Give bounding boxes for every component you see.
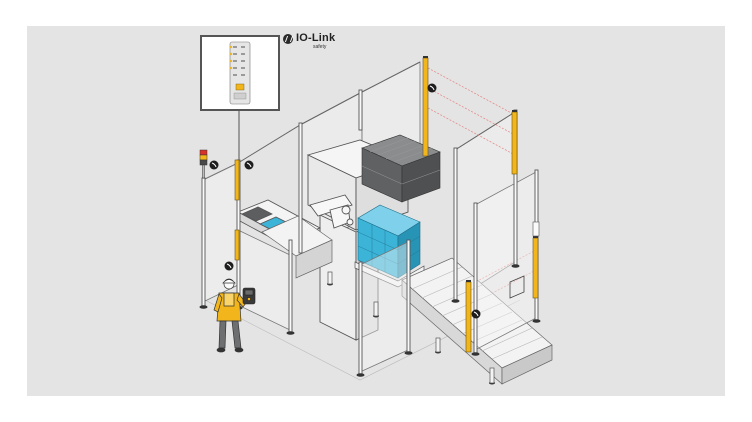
safety-laser-symbol — [209, 160, 219, 170]
muting-bracket — [509, 275, 525, 299]
robot-arm — [309, 194, 354, 229]
bollards — [327, 271, 495, 384]
stack-light — [199, 149, 208, 179]
safety-laser-symbol — [244, 160, 254, 170]
safety-laser-symbol — [427, 83, 437, 93]
top-sensor — [532, 221, 540, 237]
logo-sub-text: safety — [313, 44, 327, 50]
side-conveyor — [261, 215, 333, 279]
io-link-module — [229, 41, 251, 105]
frame-rails — [202, 61, 516, 181]
logo-brand-text: IO-Link — [296, 32, 336, 44]
control-device — [242, 287, 256, 305]
io-link-logo: IO-Link safety — [283, 32, 336, 50]
io-link-icon — [283, 34, 293, 44]
safety-laser-symbol — [471, 309, 481, 319]
dark-product-stack — [361, 134, 441, 203]
front-fence — [202, 162, 537, 373]
safety-laser-symbols — [209, 83, 481, 319]
device-callout — [200, 35, 280, 160]
safety-laser-symbol — [224, 261, 234, 271]
light-curtain-caps — [423, 56, 538, 282]
